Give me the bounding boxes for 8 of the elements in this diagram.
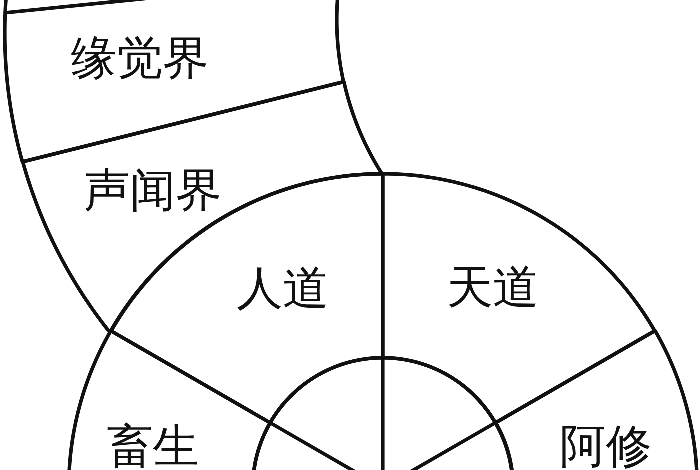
- realm-label: 阿修: [560, 423, 652, 469]
- realm-label: 天道: [447, 264, 539, 310]
- realm-label: 缘觉界: [70, 35, 209, 81]
- band-segment: [2, 0, 347, 165]
- realm-label: 人道: [236, 265, 329, 311]
- band-segment: [20, 79, 386, 334]
- realm-label: 声闻界: [84, 167, 222, 213]
- realm-label: 畜生: [107, 423, 199, 469]
